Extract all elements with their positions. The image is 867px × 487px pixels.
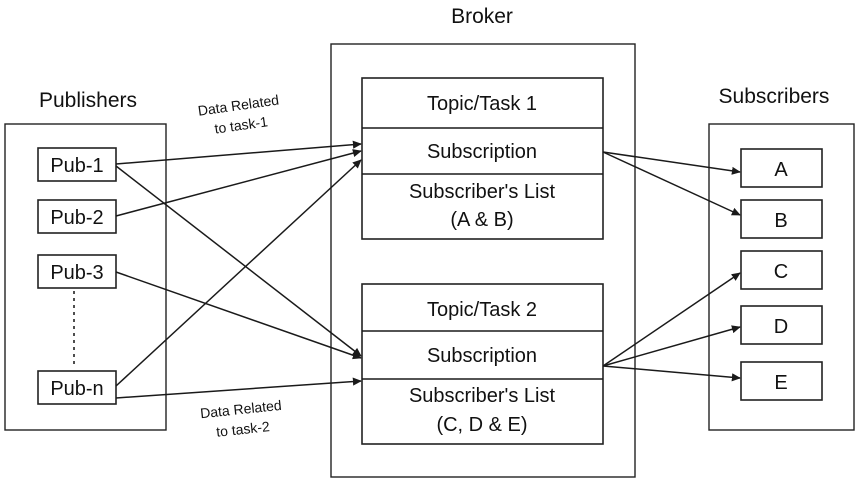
topic-subscription: Subscription [427, 345, 537, 367]
publishers-heading: Publishers [39, 89, 137, 112]
publisher-pub-2: Pub-2 [37, 199, 117, 234]
arrow-pub-n-to-topic-1 [115, 159, 362, 387]
arrow-pub-1-to-topic-1 [115, 140, 362, 165]
subscriber-label: E [774, 372, 787, 394]
subscriber-b: B [740, 199, 823, 239]
subscriber-d: D [740, 305, 823, 345]
publisher-pub-n: Pub-n [37, 370, 117, 405]
publisher-pub-3: Pub-3 [37, 254, 117, 289]
topic-subscriber-list-members: (C, D & E) [436, 414, 527, 436]
svg-text:to task-2: to task-2 [215, 418, 270, 440]
arrow-pub-n-to-topic-2 [115, 377, 362, 399]
topic-subscriber-list: Subscriber's List [409, 385, 556, 407]
arrow-pub-3-to-topic-2 [115, 271, 362, 360]
publisher-label: Pub-2 [50, 207, 103, 229]
arrow-topic-2-to-e [602, 365, 741, 382]
subscriber-label: A [774, 159, 788, 181]
subscriber-c: C [740, 250, 823, 290]
publisher-pub-1: Pub-1 [37, 147, 117, 182]
subscriber-label: D [774, 316, 788, 338]
subscriber-label: C [774, 261, 788, 283]
publisher-label: Pub-1 [50, 155, 103, 177]
topic-subscription: Subscription [427, 141, 537, 163]
annotation-task-2: Data Related to task-2 [199, 397, 282, 440]
topic-task-2: Topic/Task 2 Subscription Subscriber's L… [361, 283, 604, 445]
topic-title: Topic/Task 2 [427, 299, 537, 321]
topic-title: Topic/Task 1 [427, 93, 537, 115]
arrow-topic-1-to-b [602, 151, 741, 216]
subscriber-label: B [774, 210, 787, 232]
subscribers-heading: Subscribers [719, 85, 830, 108]
annotation-task-1: Data Related to task-1 [197, 92, 280, 137]
subscriber-e: E [740, 361, 823, 401]
svg-text:Data Related: Data Related [197, 92, 280, 119]
arrow-pub-2-to-topic-1 [115, 149, 362, 217]
topic-task-1: Topic/Task 1 Subscription Subscriber's L… [361, 77, 604, 240]
subscriber-a: A [740, 148, 823, 188]
topic-subscriber-list-members: (A & B) [450, 209, 513, 231]
topic-subscriber-list: Subscriber's List [409, 181, 556, 203]
svg-text:Data Related: Data Related [199, 397, 282, 421]
arrow-topic-2-to-c [602, 272, 741, 367]
svg-text:to task-1: to task-1 [213, 113, 269, 136]
arrow-topic-1-to-a [602, 151, 741, 175]
publisher-label: Pub-3 [50, 262, 103, 284]
broker-heading: Broker [451, 5, 513, 28]
arrow-topic-2-to-d [602, 325, 741, 367]
publisher-label: Pub-n [50, 378, 103, 400]
arrow-pub-1-to-topic-2 [115, 165, 362, 357]
